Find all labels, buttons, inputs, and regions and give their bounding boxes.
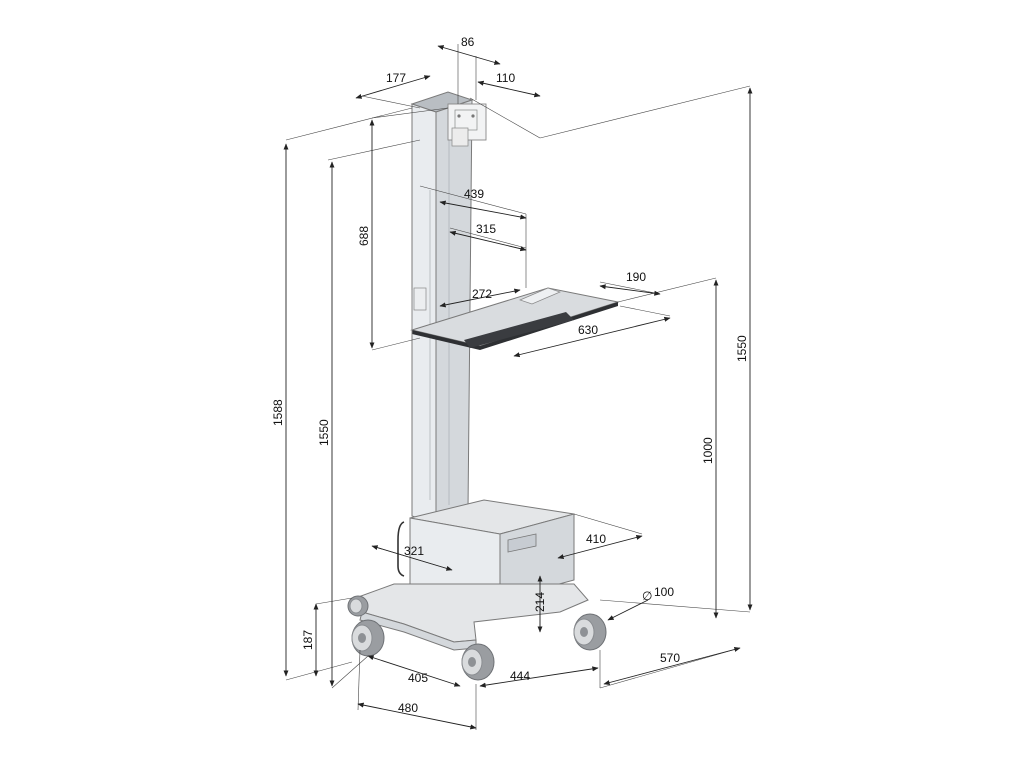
dim-label-410: 410 bbox=[586, 532, 606, 546]
dim-label-688: 688 bbox=[357, 226, 371, 246]
dim-label-439: 439 bbox=[464, 187, 484, 201]
dim-label-321: 321 bbox=[404, 544, 424, 558]
dim-label-177: 177 bbox=[386, 71, 406, 85]
dim-label-diameter-symbol: ∅ bbox=[642, 589, 652, 603]
vesa-mount-bracket bbox=[447, 103, 487, 147]
dim-label-187: 187 bbox=[301, 630, 315, 650]
dim-label-214: 214 bbox=[533, 592, 547, 612]
control-panel-display bbox=[507, 533, 537, 553]
caster-wheel-rear bbox=[347, 595, 369, 617]
dim-label-1588: 1588 bbox=[271, 399, 285, 426]
dim-label-86: 86 bbox=[461, 35, 475, 49]
mounting-column bbox=[411, 103, 437, 525]
dim-label-110: 110 bbox=[496, 71, 515, 85]
caster-wheel-front bbox=[461, 643, 495, 681]
mounting-column-side bbox=[435, 99, 473, 525]
dim-label-405: 405 bbox=[408, 671, 428, 685]
cart-illustration bbox=[347, 91, 620, 681]
dim-label-1000: 1000 bbox=[701, 437, 715, 464]
battery-housing bbox=[397, 499, 575, 601]
cart-base bbox=[349, 583, 589, 651]
dim-label-480: 480 bbox=[398, 701, 418, 715]
dim-label-630: 630 bbox=[578, 323, 598, 337]
dim-label-272: 272 bbox=[472, 287, 492, 301]
dim-label-315: 315 bbox=[476, 222, 496, 236]
dimension-labels: 86 177 110 439 315 272 190 630 321 410 4… bbox=[271, 35, 749, 715]
dimension-lines bbox=[283, 44, 753, 730]
dim-label-570: 570 bbox=[660, 651, 680, 665]
caster-wheel-right bbox=[573, 613, 607, 651]
caster-wheel-left bbox=[351, 619, 385, 657]
dim-label-100: 100 bbox=[654, 585, 674, 599]
dim-label-1550-right: 1550 bbox=[735, 335, 749, 362]
dim-label-1550-left: 1550 bbox=[317, 419, 331, 446]
dim-label-444: 444 bbox=[510, 669, 530, 683]
dim-label-190: 190 bbox=[626, 270, 646, 284]
